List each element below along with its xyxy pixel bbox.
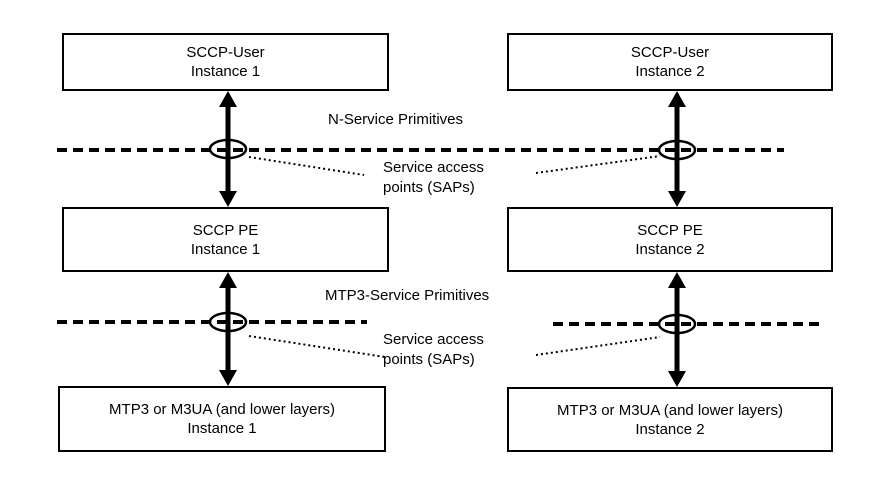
arrow-sccpuser2-sccppe2: [668, 91, 686, 207]
sap-ellipse-lower-right: [657, 313, 697, 335]
sap-leader-upper-left: [248, 156, 365, 176]
box-title: SCCP PE: [637, 221, 703, 239]
sap-ellipse-upper-left: [208, 138, 248, 160]
box-title: SCCP PE: [192, 221, 259, 239]
box-subtitle: Instance 2: [635, 420, 705, 438]
label-mtp3-service-primitives: MTP3-Service Primitives: [325, 287, 490, 304]
box-subtitle: Instance 1: [190, 240, 261, 258]
sap-ellipse-upper-right: [657, 139, 697, 161]
box-title: SCCP-User: [630, 44, 710, 61]
arrow-sccppe1-mtp31: [219, 272, 237, 386]
arrow-sccpuser1-sccppe1: [219, 91, 237, 207]
box-sccp-pe-instance-2: SCCP PE Instance 2: [507, 207, 833, 272]
sap-leader-upper-right: [535, 155, 661, 174]
box-sccp-user-instance-1: SCCP-User Instance 1: [62, 33, 389, 91]
sap-leader-lower-left: [248, 335, 386, 358]
box-subtitle: Instance 2: [635, 63, 705, 80]
arrow-sccppe2-mtp32: [668, 272, 686, 387]
box-subtitle: Instance 2: [635, 240, 705, 258]
box-sccp-user-instance-2: SCCP-User Instance 2: [507, 33, 833, 91]
box-title: SCCP-User: [186, 44, 265, 61]
box-subtitle: Instance 1: [190, 63, 261, 80]
label-sap-lower: Service access points (SAPs): [383, 331, 484, 368]
box-title: MTP3 or M3UA (and lower layers): [109, 401, 335, 418]
box-mtp3-m3ua-instance-1: MTP3 or M3UA (and lower layers) Instance…: [58, 386, 386, 452]
label-sap-upper: Service access points (SAPs): [383, 159, 484, 196]
box-title: MTP3 or M3UA (and lower layers): [557, 401, 783, 419]
sap-leader-lower-right: [535, 336, 661, 356]
box-sccp-pe-instance-1: SCCP PE Instance 1: [62, 207, 389, 272]
label-n-service-primitives: N-Service Primitives: [328, 111, 464, 128]
box-mtp3-m3ua-instance-2: MTP3 or M3UA (and lower layers) Instance…: [507, 387, 833, 452]
sap-ellipse-lower-left: [208, 311, 248, 333]
box-subtitle: Instance 1: [187, 420, 257, 437]
